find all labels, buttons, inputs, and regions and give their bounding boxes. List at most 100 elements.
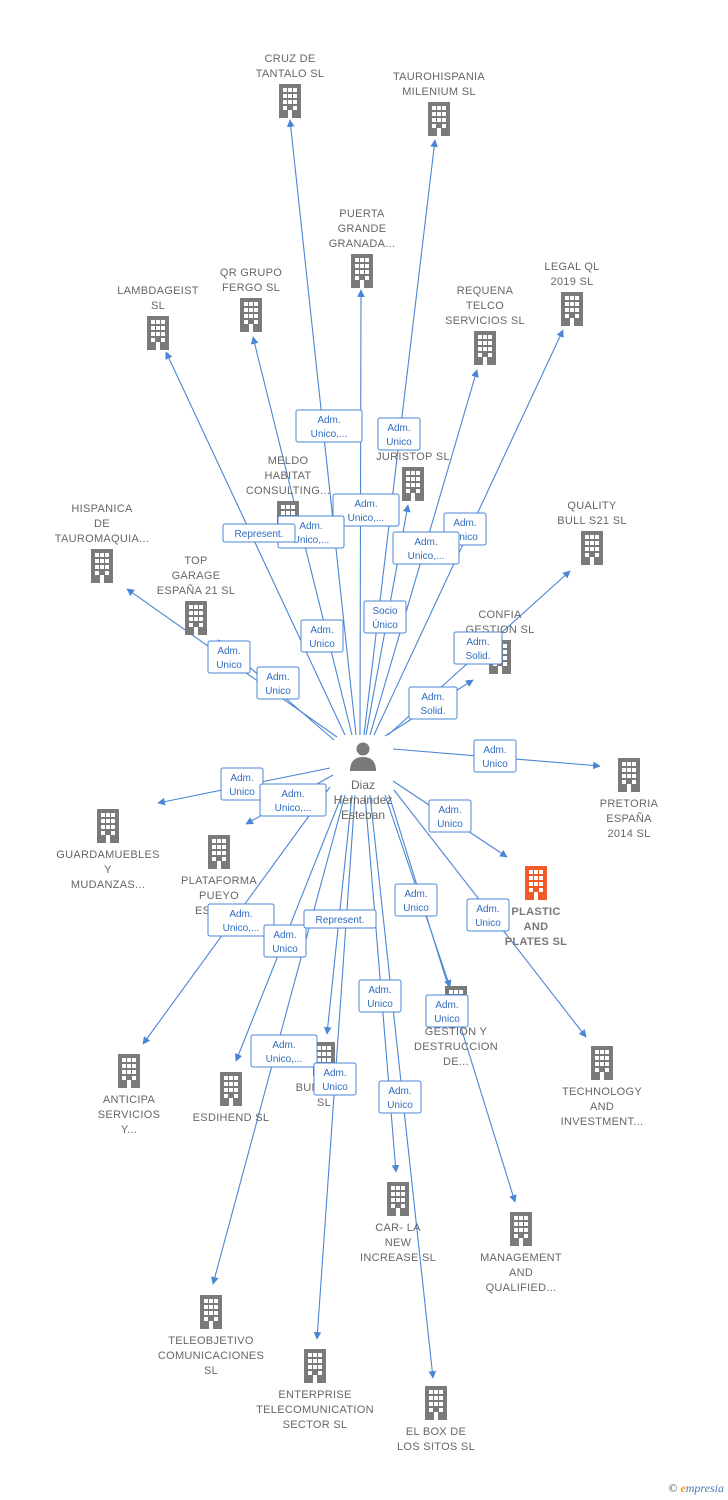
company-label-line: INVESTMENT... xyxy=(561,1116,644,1128)
company-label-line: DE... xyxy=(443,1056,469,1068)
company-node-hispanica[interactable]: HISPANICADETAUROMAQUIA... xyxy=(55,503,149,583)
company-label-line: LOS SITOS SL xyxy=(397,1441,475,1453)
role-tag-hispanica[interactable]: Adm.Unico xyxy=(207,640,251,674)
role-tag-text: Unico,... xyxy=(408,551,445,562)
company-node-gestion[interactable]: GESTION YDESTRUCCIONDE... xyxy=(414,986,498,1068)
role-tag-plataforma[interactable]: Adm.Unico,... xyxy=(259,783,327,817)
role-tag-text: Unico,... xyxy=(348,513,385,524)
company-node-puerta[interactable]: PUERTAGRANDEGRANADA... xyxy=(329,208,396,288)
role-tag-text: Adm. xyxy=(317,415,340,426)
company-node-juristop[interactable]: JURISTOP SL xyxy=(376,451,450,501)
role-tag-elbox[interactable]: Adm.Unico xyxy=(378,1080,422,1114)
building-icon xyxy=(351,254,373,288)
role-tag-gestion[interactable]: Adm.Unico xyxy=(394,883,438,917)
role-tag-enterprise[interactable]: Adm.Unico xyxy=(313,1062,357,1096)
building-icon xyxy=(402,467,424,501)
building-icon xyxy=(561,292,583,326)
role-tag-confia[interactable]: Adm.Solid. xyxy=(408,686,458,720)
role-tag-technology[interactable]: Adm.Unico xyxy=(466,898,510,932)
company-label-line: AND xyxy=(590,1101,614,1113)
copyright-symbol: © xyxy=(668,1481,678,1495)
company-label-line: AND xyxy=(509,1267,533,1279)
role-tag-plastic[interactable]: Adm.Unico xyxy=(428,799,472,833)
role-tag-text: Unico xyxy=(265,686,291,697)
building-icon xyxy=(97,809,119,843)
company-label-line: SL xyxy=(151,300,165,312)
role-tag-tauro[interactable]: Adm.Unico xyxy=(377,417,421,451)
role-tag-guardamuebles[interactable]: Adm.Unico xyxy=(220,767,264,801)
role-tag-text: Unico,... xyxy=(275,803,312,814)
role-tag-requena[interactable]: Adm.Unico,... xyxy=(392,531,460,565)
company-label-line: LEGAL QL xyxy=(544,261,599,273)
role-tag-text: Unico xyxy=(272,944,298,955)
building-icon xyxy=(591,1046,613,1080)
company-label-line: TAUROMAQUIA... xyxy=(55,533,149,545)
company-node-meldo[interactable]: MELDOHABITATCONSULTING... xyxy=(246,455,330,535)
building-icon xyxy=(279,84,301,118)
company-node-guardamuebles[interactable]: GUARDAMUEBLESYMUDANZAS... xyxy=(56,809,160,891)
building-icon xyxy=(240,298,262,332)
role-tag-text: Adm. xyxy=(453,518,476,529)
company-label-line: CONSULTING... xyxy=(246,485,330,497)
company-node-esdihend[interactable]: ESDIHEND SL xyxy=(193,1072,270,1124)
role-tag-cruz[interactable]: Adm.Unico,... xyxy=(295,409,363,443)
role-tag-car[interactable]: Adm.Unico xyxy=(358,979,402,1013)
company-node-management[interactable]: MANAGEMENTANDQUALIFIED... xyxy=(480,1212,562,1294)
role-tag-text: Represent. xyxy=(316,915,365,926)
role-tag-esdihend[interactable]: Adm.Unico xyxy=(263,924,307,958)
company-label-line: TOP xyxy=(184,555,207,567)
role-tag-text: Adm. xyxy=(272,1040,295,1051)
role-tag-teleobjetivo[interactable]: Adm. Unico,... xyxy=(250,1034,318,1068)
company-label-line: GRANADA... xyxy=(329,238,396,250)
company-label-line: Y... xyxy=(121,1124,137,1136)
company-label-line: NEW xyxy=(385,1237,412,1249)
company-node-anticipa[interactable]: ANTICIPASERVICIOSY... xyxy=(98,1054,160,1136)
company-label-line: TELEOBJETIVO xyxy=(168,1335,254,1347)
role-tag-meldo[interactable]: Adm.Unico xyxy=(300,619,344,653)
building-icon xyxy=(304,1349,326,1383)
role-tag-bunsalis[interactable]: Represent. xyxy=(303,909,377,929)
role-tag-text: Unico,... xyxy=(266,1054,303,1065)
role-tag-anticipa[interactable]: Adm.Unico,... xyxy=(207,903,275,937)
company-node-technology[interactable]: TECHNOLOGYANDINVESTMENT... xyxy=(561,1046,644,1128)
role-tag-text: Unico xyxy=(437,819,463,830)
company-label-line: GESTION Y xyxy=(425,1026,488,1038)
role-tag-quality[interactable]: Adm.Solid. xyxy=(453,631,503,665)
company-label-line: TELCO xyxy=(466,300,504,312)
building-icon xyxy=(425,1386,447,1420)
role-tag-text: Adm. xyxy=(421,692,444,703)
role-tag-text: Adm. xyxy=(387,423,410,434)
company-label-line: ANTICIPA xyxy=(103,1094,156,1106)
building-icon xyxy=(91,549,113,583)
role-tag-lambda[interactable]: Represent. xyxy=(222,523,296,543)
brand-watermark[interactable]: ©empresia xyxy=(668,1481,724,1496)
company-label-line: MUDANZAS... xyxy=(71,879,145,891)
role-tag-topgarage[interactable]: Adm.Unico xyxy=(256,666,300,700)
building-icon xyxy=(387,1182,409,1216)
building-icon xyxy=(200,1295,222,1329)
edge-line-lambda xyxy=(165,351,346,736)
role-tag-puerta[interactable]: Adm.Unico,... xyxy=(332,493,400,527)
role-tag-pretoria[interactable]: Adm.Unico xyxy=(473,739,517,773)
role-tag-management[interactable]: Adm.Unico xyxy=(425,994,469,1028)
company-label-line: PLATES SL xyxy=(505,936,567,948)
company-label-line: ENTERPRISE xyxy=(278,1389,351,1401)
company-label-line: TELECOMUNICATION xyxy=(256,1404,374,1416)
building-icon xyxy=(474,331,496,365)
